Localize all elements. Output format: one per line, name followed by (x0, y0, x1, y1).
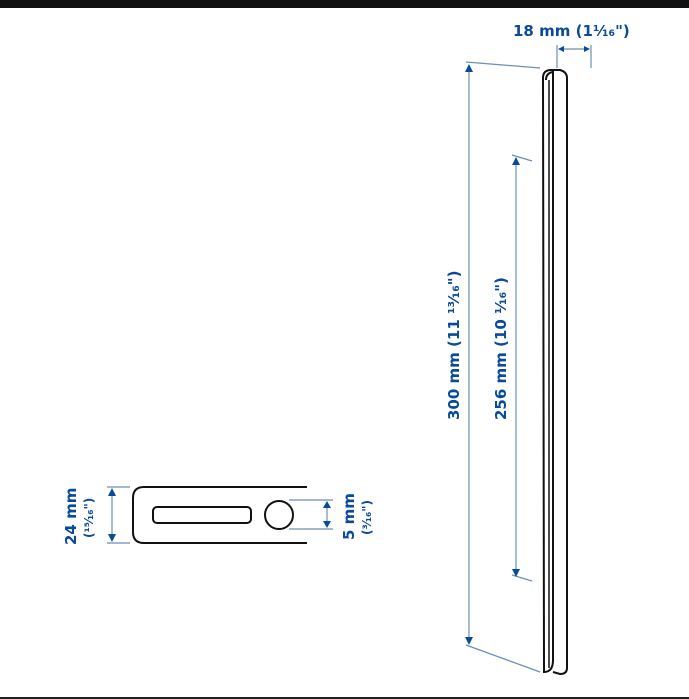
depth-metric: 18 mm (513, 22, 571, 40)
handle-end-view (132, 486, 307, 544)
hole-spacing-label: 256 mm (10 ¹⁄₁₆") (492, 277, 510, 420)
length-imperial: (11 ¹³⁄₁₆") (445, 270, 463, 347)
length-label: 300 mm (11 ¹³⁄₁₆") (445, 271, 463, 420)
hole-diameter-metric: 5 mm (340, 493, 358, 540)
depth-dimension (556, 45, 592, 68)
width-label-metric: 24 mm (62, 488, 80, 545)
top-frame-bar (0, 0, 689, 8)
width-dimension (107, 486, 130, 544)
width-metric: 24 mm (62, 487, 80, 545)
width-imperial: (¹⁵⁄₁₆") (82, 497, 96, 538)
hole-spacing-imperial: (10 ¹⁄₁₆") (492, 277, 510, 347)
depth-imperial: (1¹⁄₁₆") (575, 22, 630, 40)
hole-diameter-dimension (289, 499, 333, 530)
depth-label: 18 mm (1¹⁄₁₆") (513, 22, 630, 40)
length-dimension (465, 61, 541, 673)
bottom-frame-bar (0, 697, 689, 699)
hole-spacing-metric: 256 mm (492, 352, 510, 420)
hole-diameter-label-metric: 5 mm (340, 493, 358, 540)
hole-spacing-dimension (511, 154, 533, 582)
hole-diameter-imperial: (³⁄₁₆") (360, 500, 374, 535)
length-metric: 300 mm (445, 352, 463, 420)
width-label-imperial: (¹⁵⁄₁₆") (82, 498, 96, 538)
hole-diameter-label-imperial: (³⁄₁₆") (360, 500, 374, 535)
handle-side-view (541, 69, 568, 676)
